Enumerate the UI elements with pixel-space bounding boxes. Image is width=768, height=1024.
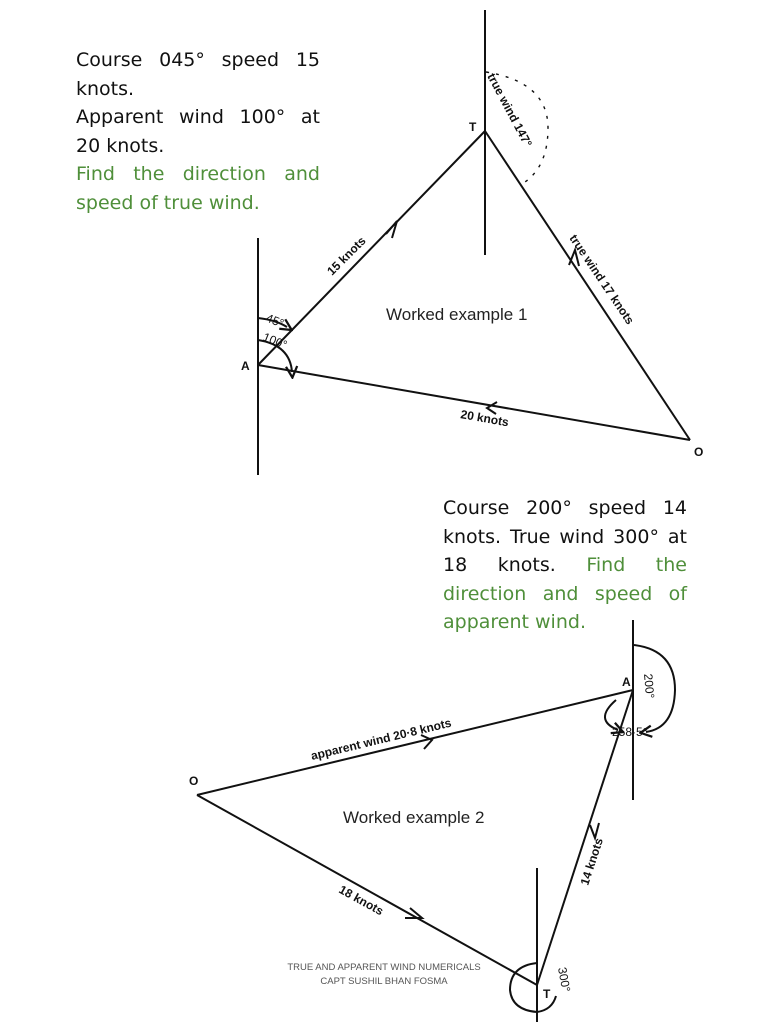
ex1-true-wind-label: true wind 17 knots (567, 232, 638, 327)
ex2-apparent-wind-vector (196, 689, 634, 796)
footer: TRUE AND APPARENT WIND NUMERICALS CAPT S… (240, 961, 528, 989)
ex2-point-o: O (189, 774, 198, 788)
ex2-angle-300-arc (508, 962, 557, 1014)
ex1-point-t: T (469, 120, 477, 134)
example2-course-text: Course 200° speed 14 knots. (443, 497, 687, 548)
ex2-angle-2585-arc (604, 699, 618, 730)
ex1-course-arrow (385, 220, 398, 239)
ex1-true-wind-vector (484, 130, 691, 441)
ex1-true-arrow (568, 246, 580, 267)
ex2-angle-300: 300° (555, 966, 573, 993)
ex2-course-label: 14 knots (578, 836, 606, 887)
ex2-course-arrow (589, 822, 600, 842)
ex2-angle-200-arc (633, 644, 677, 732)
ex1-angle-45: 45° (264, 311, 286, 331)
ex2-point-a: A (622, 675, 631, 689)
ex2-point-t: T (543, 987, 551, 1001)
ex2-true-arrow (405, 907, 425, 919)
ex2-angle-2585: 258·5° (612, 725, 648, 739)
ex1-course-label: 15 knots (324, 234, 369, 279)
example1-apparent-text: Apparent wind 100° at 20 knots. (76, 106, 320, 157)
worked-example-1: A T O Worked example 1 15 knots 20 knots… (241, 10, 703, 475)
ex1-angle-100-arc (257, 339, 292, 372)
example1-prompt: Find the direction and speed of true win… (76, 163, 320, 214)
ex1-title: Worked example 1 (386, 305, 527, 324)
ex1-point-o: O (694, 445, 703, 459)
ex1-apparent-label: 20 knots (459, 407, 510, 429)
ex1-point-a: A (241, 359, 250, 373)
example2-question: Course 200° speed 14 knots. True wind 30… (443, 494, 687, 637)
example1-course-text: Course 045° speed 15 knots. (76, 49, 320, 100)
ex1-true-wind-angle: true wind 147° (484, 71, 535, 150)
example2-truewind-text: True wind 300° at 18 knots. (443, 525, 687, 577)
ex1-apparent-wind-vector (257, 364, 691, 441)
ex2-title: Worked example 2 (343, 808, 484, 827)
ex1-angle-45-arc (257, 317, 287, 327)
footer-author: CAPT SUSHIL BHAN FOSMA (320, 976, 448, 987)
ex2-apparent-arrow (420, 734, 434, 750)
ex2-true-wind-vector (196, 794, 538, 986)
ex2-angle-200: 200° (641, 673, 657, 699)
ex1-angle-147-arc (485, 71, 549, 185)
ex1-course-vector (257, 130, 486, 366)
example1-question: Course 045° speed 15 knots. Apparent win… (76, 46, 320, 217)
ex1-apparent-arrow (485, 401, 498, 415)
footer-title: TRUE AND APPARENT WIND NUMERICALS (287, 962, 481, 973)
example2-prompt: Find the direction and speed of apparent… (443, 554, 687, 633)
ex2-course-vector (536, 689, 634, 986)
